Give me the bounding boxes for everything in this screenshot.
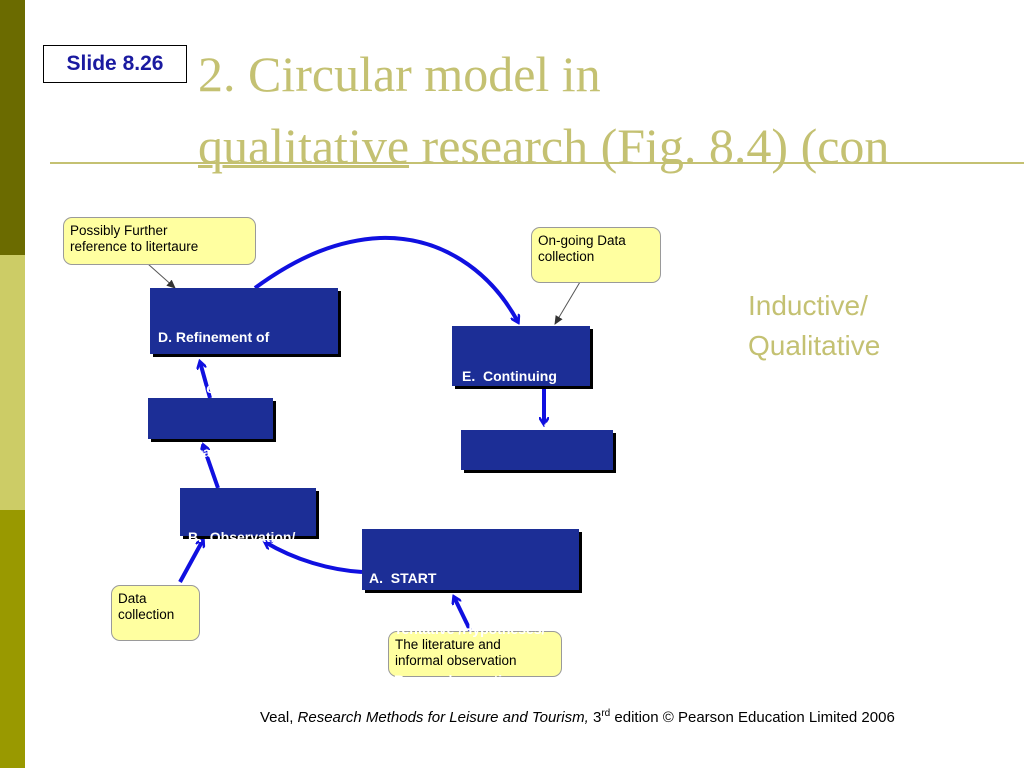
title-line-2: qualitative research (Fig. 8.4) (con [198, 116, 1024, 176]
node-d-line-1: D. Refinement of [158, 329, 270, 345]
sidebar-segment [0, 0, 25, 255]
pointer-ongoing-to-e [554, 281, 581, 325]
title-line-2-rest: research (Fig. 8.4) (con [409, 118, 890, 174]
inductive-qualitative-label: Inductive/ Qualitative [748, 286, 880, 366]
node-a-line-2: Tentative /Hypotheses/ [394, 621, 546, 637]
node-b-line-2: Description [215, 580, 293, 596]
node-a-line-3: Research questions [394, 672, 528, 688]
node-f-final-analysis: F. Final Analysis [461, 430, 613, 492]
footer-edition-suffix: rd [601, 708, 611, 719]
footer-book-title: Research Methods for Leisure and Tourism… [297, 709, 589, 726]
side-label-line-2: Qualitative [748, 330, 881, 361]
arrow-datacollection-to-b [178, 540, 203, 583]
node-e-line-3: Description [488, 470, 566, 486]
node-a-line-1: A. START [369, 570, 437, 586]
node-d-line-2: Hypotheses/ [158, 380, 242, 396]
callout-further-reference: Possibly Further reference to litertaure [63, 217, 256, 265]
arrow-b-to-c [203, 445, 220, 489]
sidebar-segment [0, 510, 25, 768]
node-d-refinement: D. Refinement of Hypotheses/ Research qu… [150, 288, 338, 447]
footer-citation: Veal, Research Methods for Leisure and T… [260, 708, 895, 726]
title-line-1: 2. Circular model in [198, 46, 601, 102]
arrow-d-to-e [253, 235, 518, 322]
footer-author: Veal, [260, 709, 298, 726]
arrow-literature-to-a [454, 597, 472, 631]
node-c-analysis: C. Analysis [148, 398, 273, 460]
node-b-observation: B. Observation/ Description [180, 488, 316, 596]
footer-publisher: edition © Pearson Education Limited 2006 [610, 709, 895, 726]
pointer-reference-to-d [147, 263, 176, 289]
sidebar-segment [0, 255, 25, 510]
slide-number-label: Slide 8.26 [43, 45, 187, 83]
node-b-line-1: B. Observation/ [188, 529, 296, 545]
arrow-c-to-d [200, 362, 212, 399]
node-a-start: A. START Tentative /Hypotheses/ Research… [362, 529, 579, 688]
arrow-a-to-b [265, 542, 363, 574]
node-f-line-1: F. Final Analysis [470, 476, 587, 492]
slide-title: 2. Circular model in qualitative researc… [198, 44, 1024, 176]
callout-ongoing-data-collection: On-going Data collection [531, 227, 661, 283]
node-c-line-1: C. Analysis [163, 444, 242, 460]
node-e-line-1: E. Continuing [462, 368, 557, 384]
callout-literature-observation: The literature and informal observation [388, 631, 562, 677]
title-underline-rule [50, 162, 1024, 164]
node-e-continuing: E. Continuing Observation/ Description [452, 326, 590, 486]
callout-data-collection: Data collection [111, 585, 200, 641]
footer-edition-number: 3 [588, 709, 602, 726]
sidebar-decoration [0, 0, 25, 768]
title-underlined-word: qualitative [198, 118, 410, 174]
side-label-line-1: Inductive/ [748, 290, 868, 321]
